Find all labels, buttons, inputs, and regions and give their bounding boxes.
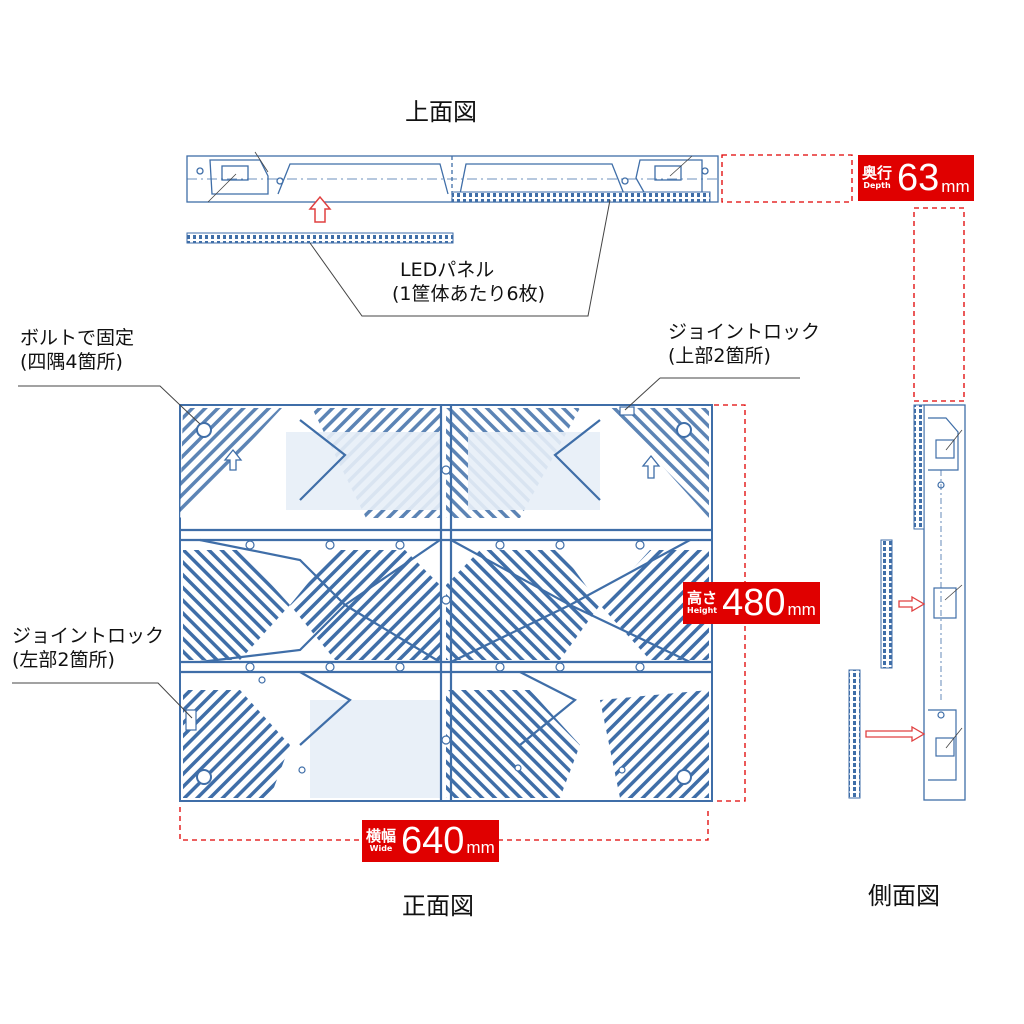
joint-lock-top-line1: ジョイントロック (668, 321, 821, 343)
joint-lock-left-line2: (左部2箇所) (12, 649, 115, 671)
depth-dimension-box (721, 154, 853, 203)
bolt-label: ボルトで固定 (四隅4箇所) (20, 326, 134, 374)
height-value: 480 (722, 582, 786, 624)
depth-jp: 奥行 (862, 164, 893, 182)
side-view (848, 207, 966, 801)
width-unit: mm (466, 838, 495, 857)
bolt-label-line1: ボルトで固定 (20, 327, 135, 349)
height-en: Height (687, 606, 718, 615)
width-value: 640 (401, 820, 465, 862)
depth-value: 63 (897, 157, 940, 199)
top-view-title: 上面図 (405, 98, 477, 126)
width-jp: 横幅 (366, 827, 397, 845)
joint-lock-top-line2: (上部2箇所) (668, 345, 771, 367)
width-en: Wide (369, 844, 393, 853)
led-panel-label: LEDパネル (1筐体あたり6枚) (392, 258, 545, 306)
side-view-title: 側面図 (868, 882, 940, 910)
top-led-strip-attached (451, 191, 711, 203)
bolt-label-line2: (四隅4箇所) (20, 351, 123, 373)
joint-lock-left-line1: ジョイントロック (12, 625, 165, 647)
depth-en: Depth (863, 181, 891, 190)
height-unit: mm (787, 600, 816, 619)
led-panel-label-line2: (1筐体あたり6枚) (392, 283, 546, 305)
top-led-strip-loose (186, 232, 454, 244)
joint-lock-left-label: ジョイントロック (左部2箇所) (12, 624, 164, 672)
depth-unit: mm (941, 177, 970, 196)
side-insert-arrow-icon-2 (865, 725, 926, 743)
joint-lock-top-label: ジョイントロック (上部2箇所) (668, 320, 820, 368)
front-view-title: 正面図 (402, 892, 474, 920)
insert-arrow-icon (308, 195, 332, 223)
side-depth-dimension (913, 207, 965, 402)
side-insert-arrow-icon (898, 595, 926, 613)
front-view (179, 404, 713, 802)
height-jp: 高さ (687, 589, 718, 607)
led-panel-leader (309, 199, 611, 317)
led-panel-label-line1: LEDパネル (400, 259, 495, 281)
